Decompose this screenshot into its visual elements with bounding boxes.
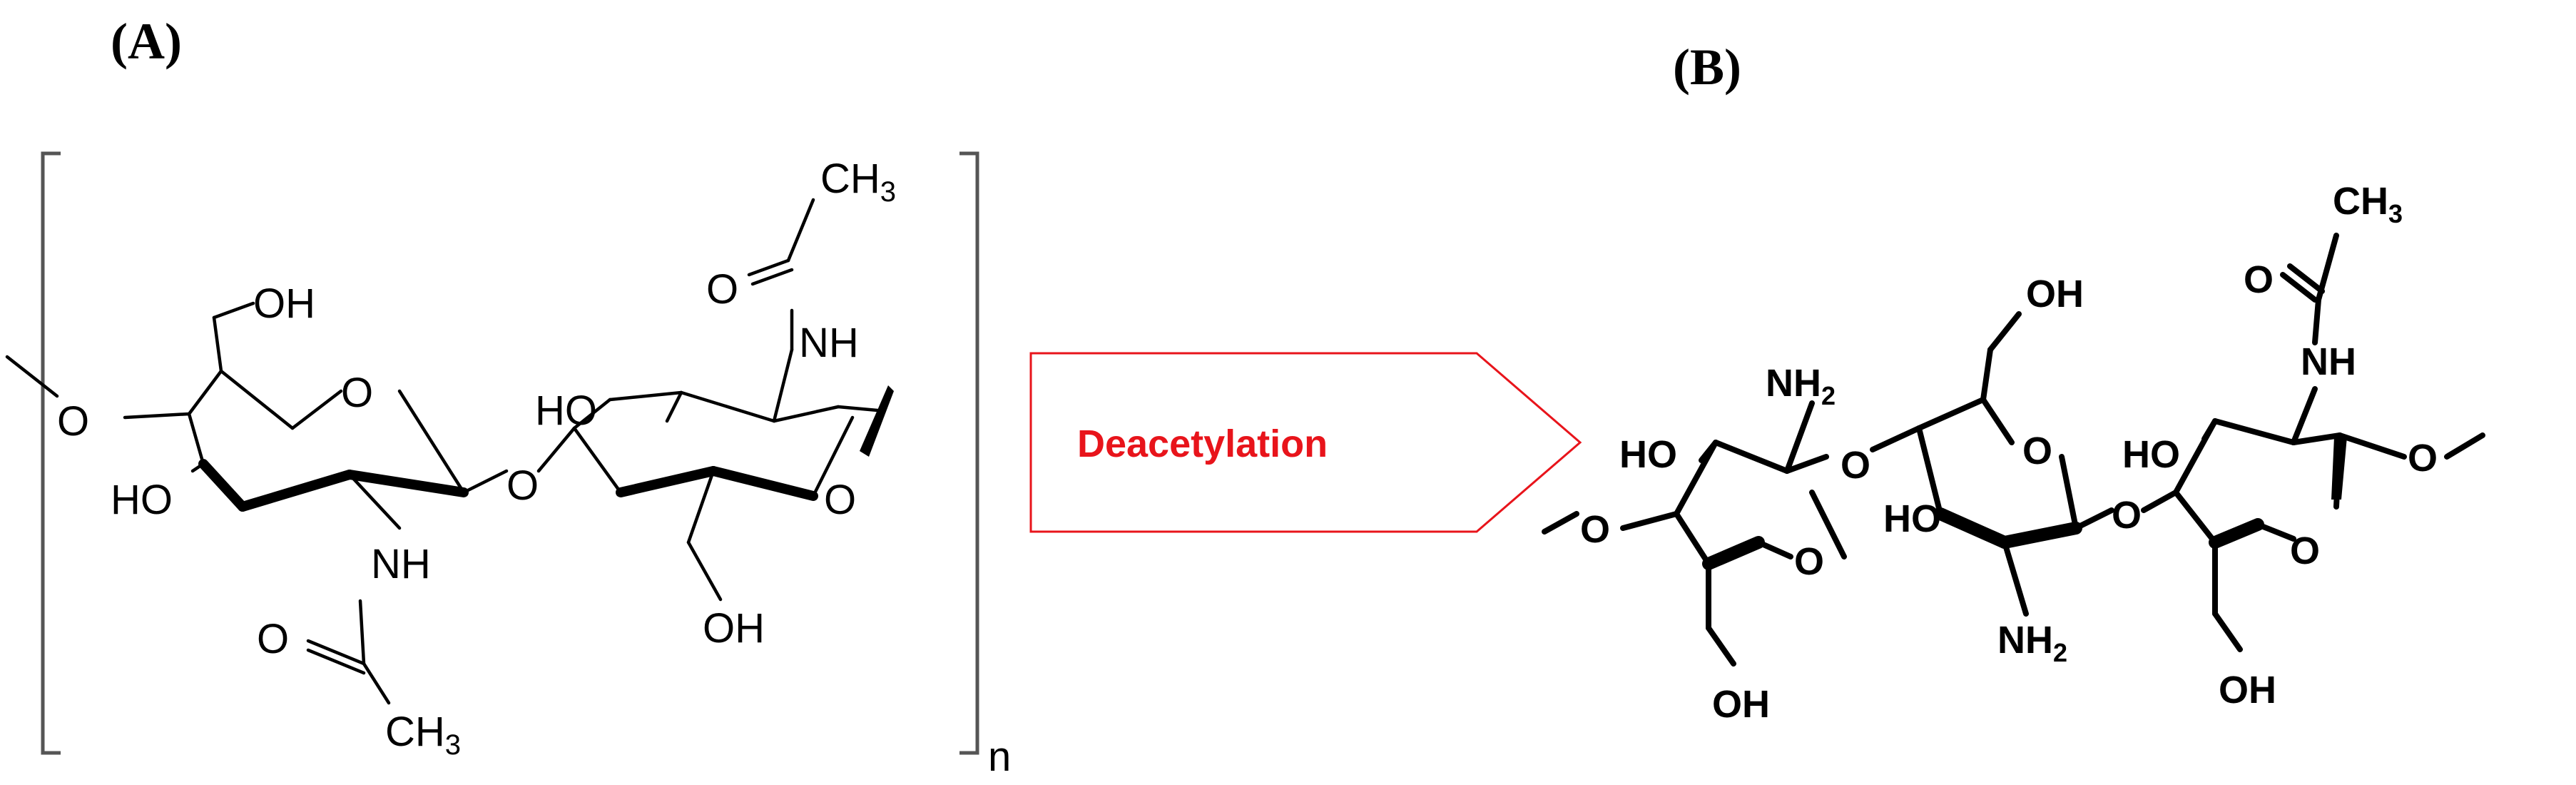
ring-oxygen-2: O — [824, 477, 856, 523]
chitosan-bridging-oxygen-2: O — [2112, 494, 2142, 537]
arrow-label: Deacetylation — [1077, 422, 1328, 465]
panel-a-label: (A) — [111, 13, 182, 70]
acetamido-nh-ring-1: NH — [371, 541, 431, 587]
ring-2-bonds — [536, 198, 880, 602]
arrow-outline — [1029, 352, 1582, 533]
chitosan-c3-hydroxyl-ring-3: HO — [2122, 433, 2180, 476]
chitosan-ring-oxygen-2: O — [2022, 430, 2052, 472]
chitosan-structure: O HO NH2 O OH O OH O HO NH2 O — [1542, 180, 2485, 726]
bridging-oxygen-a: O — [506, 462, 539, 509]
panel-b-label: (B) — [1673, 39, 1741, 96]
carbonyl-oxygen-ring-2: O — [706, 266, 738, 313]
chitosan-glycosidic-oxygen-left: O — [1580, 508, 1610, 551]
chitosan-glycosidic-oxygen-right: O — [2408, 437, 2438, 480]
deacetylation-arrow: Deacetylation — [1029, 352, 1582, 533]
chitosan-ring-oxygen-1: O — [1794, 540, 1824, 583]
chitosan-ring-1-bonds — [1542, 400, 1847, 667]
ring-2-wedge — [860, 385, 894, 457]
right-bracket — [959, 151, 979, 755]
carbonyl-oxygen-ring-1: O — [257, 616, 289, 662]
chitosan-bridging-oxygen-1: O — [1841, 444, 1870, 487]
chitosan-methyl: CH3 — [2333, 180, 2403, 228]
ring-1-bonds — [5, 301, 509, 705]
c3-hydroxyl-ring-2: HO — [535, 388, 597, 434]
ring-2-labels: HO O NH O CH3 OH — [535, 156, 896, 652]
chitosan-c6-hydroxyl-ring-2: OH — [2026, 273, 2084, 315]
glycosidic-oxygen-left: O — [57, 398, 89, 445]
chitosan-ring-1-labels: O HO NH2 O OH O — [1580, 362, 1870, 726]
chitosan-ring-3-wedge — [2331, 437, 2347, 500]
ring-oxygen-1: O — [341, 370, 373, 416]
c6-hydroxyl-ring-2: OH — [703, 605, 765, 652]
acetamido-nh-ring-2: NH — [799, 320, 859, 366]
c6-hydroxyl-ring-1: OH — [253, 280, 315, 327]
chitosan-ring-3-labels: CH3 O NH HO O OH O — [2122, 180, 2438, 711]
chitosan-amine-ring-2: NH2 — [1997, 619, 2067, 667]
chitosan-amine-ring-1: NH2 — [1766, 362, 1836, 410]
chitosan-c6-hydroxyl-ring-3: OH — [2219, 669, 2276, 711]
repeat-subscript: n — [988, 734, 1011, 780]
left-bracket — [41, 151, 61, 755]
chitosan-ring-2-bonds — [1870, 311, 2114, 617]
chitosan-ring-2-labels: OH O HO NH2 O — [1883, 273, 2142, 667]
methyl-ring-2: CH3 — [820, 156, 896, 208]
chitosan-c3-hydroxyl-ring-1: HO — [1619, 433, 1677, 476]
ring-1-labels: O OH O HO NH O CH3 O — [57, 280, 539, 761]
chitosan-c3-hydroxyl-ring-2: HO — [1883, 497, 1941, 540]
chitosan-c6-hydroxyl-ring-1: OH — [1712, 683, 1770, 726]
chitosan-carbonyl-oxygen: O — [2244, 258, 2274, 301]
methyl-ring-1: CH3 — [385, 709, 461, 761]
chitosan-ring-oxygen-3: O — [2290, 530, 2320, 572]
chitin-repeat-unit: n O OH O HO NH — [5, 151, 1011, 780]
chitosan-acetamido-nh: NH — [2301, 340, 2356, 383]
c3-hydroxyl-ring-1: HO — [111, 477, 173, 523]
